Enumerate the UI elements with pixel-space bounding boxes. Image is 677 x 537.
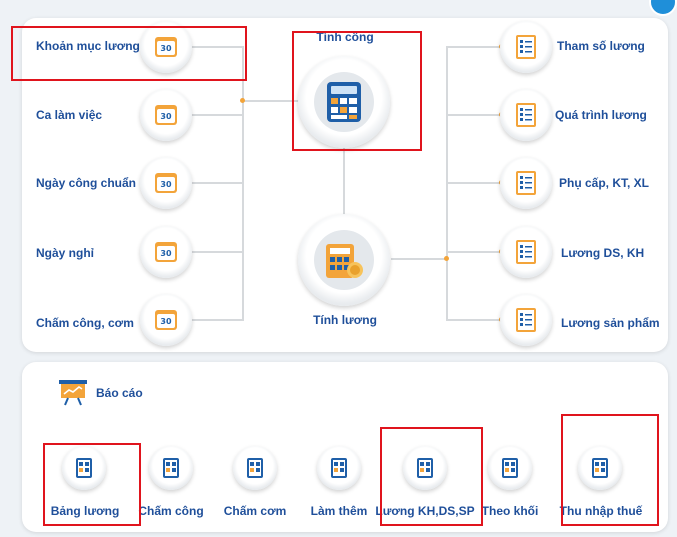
connector-line bbox=[186, 182, 243, 184]
item-label-cham-cong-com[interactable]: Chấm công, cơm bbox=[36, 316, 134, 330]
luong-ds-kh-button[interactable] bbox=[500, 226, 552, 278]
report-sheet-icon bbox=[331, 458, 347, 478]
luong-san-pham-button[interactable] bbox=[500, 294, 552, 346]
connector-line bbox=[447, 114, 501, 116]
connector-dot bbox=[240, 98, 245, 103]
item-label-ngay-cong-chuan[interactable]: Ngày công chuẩn bbox=[36, 176, 137, 190]
report-theo-khoi-button[interactable] bbox=[488, 446, 532, 490]
report-sheet-icon bbox=[592, 458, 608, 478]
connector-line bbox=[391, 258, 447, 260]
document-list-icon bbox=[516, 171, 536, 195]
document-list-icon bbox=[516, 103, 536, 127]
svg-text:30: 30 bbox=[160, 44, 172, 53]
calculator-icon bbox=[327, 82, 361, 122]
calendar-icon: 30 bbox=[155, 310, 177, 330]
calendar-icon: 30 bbox=[155, 242, 177, 262]
report-label-cham-com[interactable]: Chấm cơm bbox=[223, 504, 287, 518]
report-luong-kh-ds-sp-button[interactable] bbox=[403, 446, 447, 490]
ngay-cong-chuan-button[interactable]: 30 bbox=[140, 157, 192, 209]
connector-line bbox=[343, 146, 345, 216]
phu-cap-button[interactable] bbox=[500, 157, 552, 209]
document-list-icon bbox=[516, 35, 536, 59]
item-label-luong-san-pham[interactable]: Lương sản phẩm bbox=[561, 316, 660, 330]
report-label-luong-kh-ds-sp[interactable]: Lương KH,DS,SP bbox=[375, 504, 475, 518]
ngay-nghi-button[interactable]: 30 bbox=[140, 226, 192, 278]
tinh-cong-inner bbox=[314, 72, 374, 132]
document-list-icon bbox=[516, 240, 536, 264]
salary-calculator-icon bbox=[326, 244, 363, 278]
connector-line bbox=[447, 182, 501, 184]
tinh-cong-button[interactable] bbox=[298, 56, 390, 148]
tham-so-luong-button[interactable] bbox=[500, 21, 552, 73]
report-sheet-icon bbox=[502, 458, 518, 478]
calendar-icon: 30 bbox=[155, 105, 177, 125]
report-label-thu-nhap-thue[interactable]: Thu nhập thuế bbox=[559, 504, 643, 518]
qua-trinh-luong-button[interactable] bbox=[500, 89, 552, 141]
connector-line bbox=[243, 100, 299, 102]
item-label-tham-so-luong[interactable]: Tham số lương bbox=[557, 39, 645, 53]
report-bang-luong-button[interactable] bbox=[62, 446, 106, 490]
report-cham-cong-button[interactable] bbox=[149, 446, 193, 490]
connector-line bbox=[186, 251, 243, 253]
report-sheet-icon bbox=[163, 458, 179, 478]
svg-text:30: 30 bbox=[160, 112, 172, 121]
report-label-theo-khoi[interactable]: Theo khối bbox=[481, 504, 539, 518]
connector-line bbox=[447, 251, 501, 253]
report-label-bang-luong[interactable]: Bảng lương bbox=[50, 504, 120, 518]
report-board-icon bbox=[59, 380, 87, 406]
cham-cong-com-button[interactable]: 30 bbox=[140, 294, 192, 346]
connector-dot bbox=[444, 256, 449, 261]
document-list-icon bbox=[516, 308, 536, 332]
report-cham-com-button[interactable] bbox=[233, 446, 277, 490]
report-sheet-icon bbox=[247, 458, 263, 478]
item-label-ngay-nghi[interactable]: Ngày nghỉ bbox=[36, 246, 95, 260]
connector-line bbox=[447, 319, 501, 321]
connector-line bbox=[186, 319, 243, 321]
salary-table-icon: 30 bbox=[155, 37, 177, 57]
item-label-khoan-muc-luong[interactable]: Khoản mục lương bbox=[36, 39, 140, 53]
tinh-cong-label[interactable]: Tính công bbox=[316, 30, 374, 44]
tinh-luong-button[interactable] bbox=[298, 214, 390, 306]
ca-lam-viec-button[interactable]: 30 bbox=[140, 89, 192, 141]
item-label-luong-ds-kh[interactable]: Lương DS, KH bbox=[561, 246, 645, 260]
khoan-muc-luong-button[interactable]: 30 bbox=[140, 21, 192, 73]
tinh-luong-inner bbox=[314, 230, 374, 290]
connector-line bbox=[242, 46, 244, 321]
report-lam-them-button[interactable] bbox=[317, 446, 361, 490]
report-label-lam-them[interactable]: Làm thêm bbox=[310, 504, 368, 518]
svg-text:30: 30 bbox=[160, 249, 172, 258]
report-label-cham-cong[interactable]: Chấm công bbox=[138, 504, 204, 518]
svg-text:30: 30 bbox=[160, 180, 172, 189]
connector-line bbox=[447, 46, 501, 48]
report-sheet-icon bbox=[417, 458, 433, 478]
tinh-luong-label[interactable]: Tính lương bbox=[313, 313, 377, 327]
calendar-icon: 30 bbox=[155, 173, 177, 193]
item-label-ca-lam-viec[interactable]: Ca làm việc bbox=[36, 108, 103, 122]
svg-text:30: 30 bbox=[160, 317, 172, 326]
item-label-qua-trinh-luong[interactable]: Quá trình lương bbox=[555, 108, 647, 122]
report-sheet-icon bbox=[76, 458, 92, 478]
reports-title: Báo cáo bbox=[96, 386, 143, 400]
report-thu-nhap-thue-button[interactable] bbox=[578, 446, 622, 490]
app-corner-icon[interactable] bbox=[649, 0, 677, 16]
item-label-phu-cap[interactable]: Phụ cấp, KT, XL bbox=[559, 176, 650, 190]
connector-line bbox=[186, 46, 243, 48]
connector-line bbox=[186, 114, 243, 116]
